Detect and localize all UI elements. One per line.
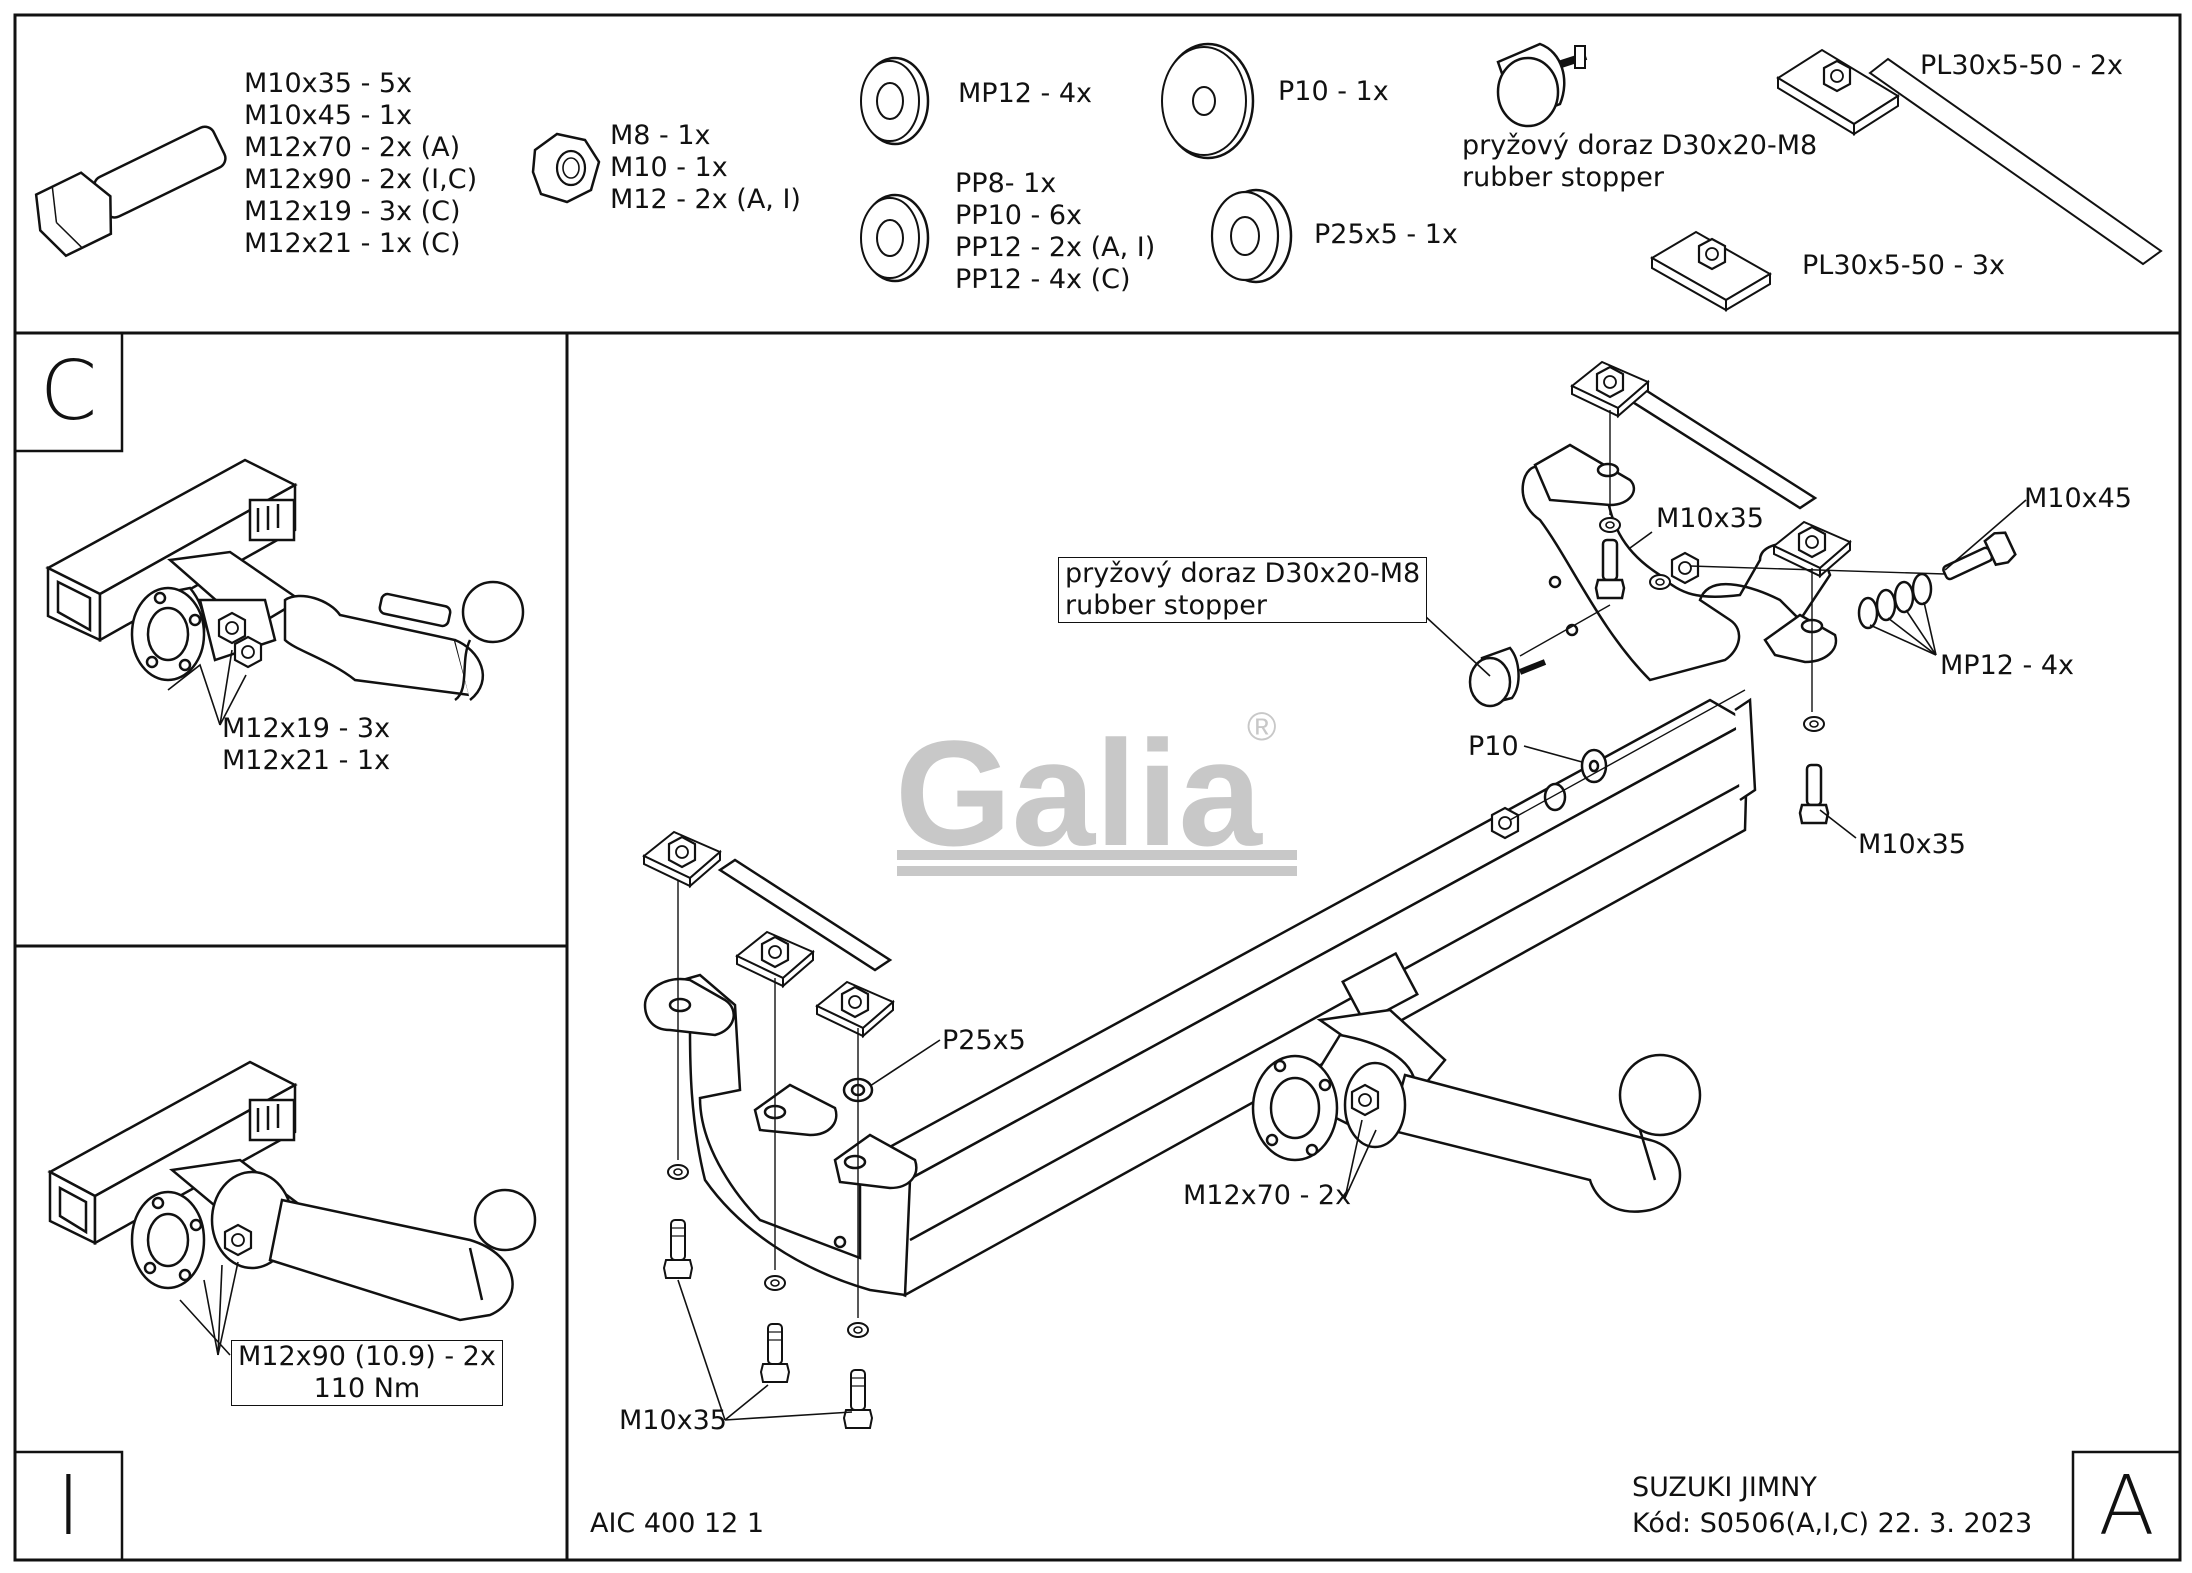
washer-pp-icon [860, 193, 930, 283]
outer-frame [13, 13, 2182, 1562]
rubber-stopper-icon [1496, 42, 1588, 128]
drawing-code: AIC 400 12 1 [590, 1508, 765, 1539]
washer-pp-item: PP10 - 6x [955, 200, 1082, 231]
panel-i-drawing [47, 1060, 537, 1322]
panel-i-letter-box [13, 1450, 124, 1562]
washer-pp-item: PP12 - 4x (C) [955, 264, 1131, 295]
bolt-icon [34, 125, 227, 258]
main-stopper-callout-line: pryžový doraz D30x20-M8 [1065, 558, 1421, 589]
nut-icon [531, 132, 601, 204]
panel-i-callout-line: M12x90 (10.9) - 2x [238, 1341, 496, 1372]
bolt-list-item: M12x19 - 3x (C) [244, 196, 461, 227]
washer-pp-item: PP12 - 2x (A, I) [955, 232, 1156, 263]
washer-mp12-label: MP12 - 4x [958, 78, 1092, 109]
panel-a-letter-box [2071, 1450, 2182, 1562]
bolt-list-item: M10x35 - 5x [244, 68, 413, 99]
washer-pp-list: PP8- 1x PP10 - 6x PP12 - 2x (A, I) PP12 … [955, 168, 1155, 296]
plate-label: PL30x5-50 - 3x [1802, 250, 2006, 281]
nut-list: M8 - 1x M10 - 1x M12 - 2x (A, I) [610, 120, 801, 216]
assembly-lines [677, 410, 1946, 1318]
washer-pp-item: PP8- 1x [955, 168, 1057, 199]
vehicle-name: SUZUKI JIMNY [1632, 1472, 1817, 1503]
panel-a-letter: A [2098, 1459, 2155, 1554]
code-and-date: Kód: S0506(A,I,C) 22. 3. 2023 [1632, 1508, 2033, 1539]
main-label-m10x35-bottom: M10x35 [619, 1405, 727, 1436]
nut-list-item: M12 - 2x (A, I) [610, 184, 801, 215]
panel-c-drawing [45, 458, 525, 702]
stopper-label: pryžový doraz D30x20-M8 rubber stopper [1462, 130, 1817, 194]
main-label-mp12: MP12 - 4x [1940, 650, 2074, 681]
panel-i-letter: I [56, 1459, 81, 1554]
stopper-label-line: pryžový doraz D30x20-M8 [1462, 130, 1818, 161]
main-stopper-callout-line: rubber stopper [1065, 590, 1267, 621]
panel-c-letter: C [39, 344, 98, 439]
svg-text:®: ® [1247, 705, 1276, 749]
panel-c-callout-line: M12x19 - 3x [222, 713, 391, 744]
washer-p25-icon [1210, 188, 1293, 284]
washer-mp12-icon [860, 56, 930, 146]
main-label-p10: P10 [1468, 731, 1519, 762]
main-stopper-callout: pryžový doraz D30x20-M8 rubber stopper [1058, 557, 1428, 623]
main-label-m10x35-top: M10x35 [1656, 503, 1764, 534]
panel-c-callout-line: M12x21 - 1x [222, 745, 391, 776]
panel-i-callout: M12x90 (10.9) - 2x 110 Nm [231, 1340, 503, 1406]
main-drawing [644, 362, 2017, 1430]
washer-p25-label: P25x5 - 1x [1314, 219, 1458, 250]
svg-text:Galia: Galia [895, 709, 1263, 877]
main-label-m12x70: M12x70 - 2x [1183, 1180, 1352, 1211]
main-label-p25x5: P25x5 [942, 1025, 1026, 1056]
panel-i-callout-line: 110 Nm [313, 1373, 421, 1404]
bolt-list-item: M12x90 - 2x (I,C) [244, 164, 478, 195]
galia-logo: Galia ® [895, 705, 1297, 877]
washer-p10-icon [1161, 42, 1255, 160]
plate-icon [1650, 230, 1772, 312]
panel-c-letter-box [13, 331, 124, 453]
plate-with-strap-icon [1776, 48, 2163, 266]
bolt-list: M10x35 - 5x M10x45 - 1x M12x70 - 2x (A) … [244, 68, 477, 260]
bolt-list-item: M12x70 - 2x (A) [244, 132, 461, 163]
nut-list-item: M8 - 1x [610, 120, 711, 151]
panel-c-callout: M12x19 - 3x M12x21 - 1x [222, 713, 390, 777]
plate-strap-label: PL30x5-50 - 2x [1920, 50, 2124, 81]
washer-p10-label: P10 - 1x [1278, 76, 1389, 107]
stopper-label-line: rubber stopper [1462, 162, 1664, 193]
main-label-m10x35-right: M10x35 [1858, 829, 1966, 860]
nut-list-item: M10 - 1x [610, 152, 728, 183]
bolt-list-item: M12x21 - 1x (C) [244, 228, 461, 259]
bolt-list-item: M10x45 - 1x [244, 100, 413, 131]
main-label-m10x45: M10x45 [2024, 483, 2132, 514]
leader-lines [167, 499, 2027, 1421]
